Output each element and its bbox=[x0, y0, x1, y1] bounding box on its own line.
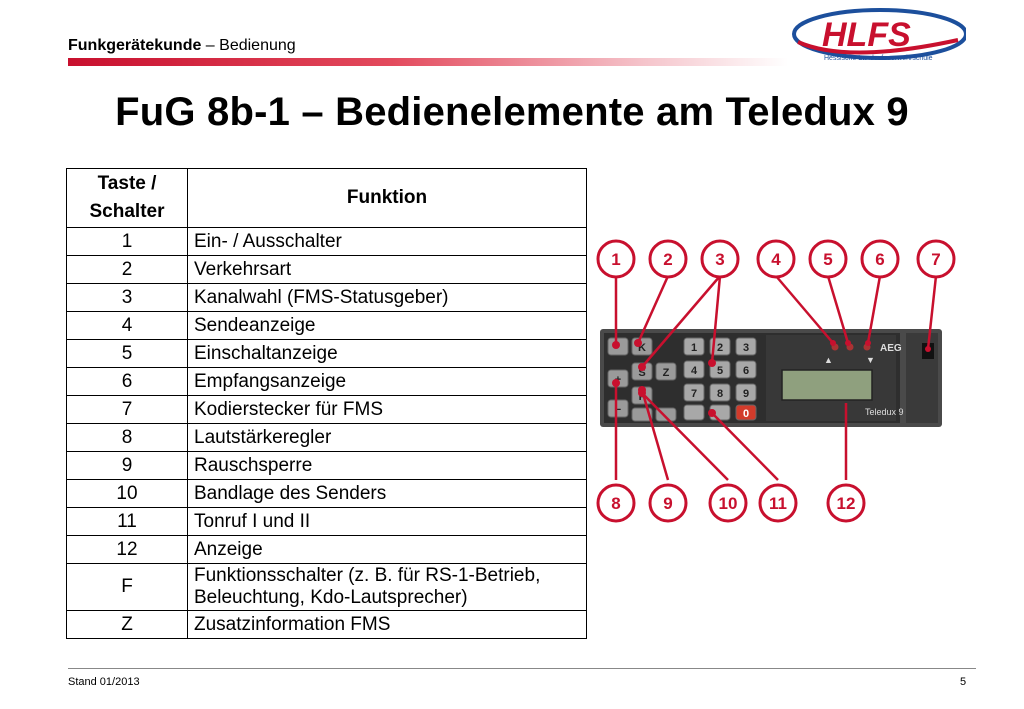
svg-text:6: 6 bbox=[743, 365, 749, 377]
section-header-rest: – Bedienung bbox=[201, 37, 296, 54]
callout-label: 5 bbox=[823, 250, 832, 269]
svg-text:F: F bbox=[639, 391, 646, 403]
page-number: 5 bbox=[960, 676, 967, 688]
header-red-bar bbox=[68, 58, 788, 66]
table-header-key: Taste / Schalter bbox=[66, 168, 188, 228]
numeric-keypad bbox=[683, 337, 757, 421]
page-title: FuG 8b-1 – Bedienelemente am Teledux 9 bbox=[115, 90, 909, 134]
callouts-top: 1 2 3 4 5 6 7 bbox=[596, 239, 956, 279]
table-header-function: Funktion bbox=[187, 168, 587, 228]
footer-stand: Stand 01/2013 bbox=[68, 676, 140, 688]
svg-text:3: 3 bbox=[743, 342, 749, 354]
svg-text:8: 8 bbox=[717, 388, 723, 400]
callout-label: 4 bbox=[771, 250, 781, 269]
leader-dots bbox=[612, 339, 931, 417]
teledux-diagram: K Z S F + − 1 2 3 4 5 6 7 8 9 0 AEG ▲ bbox=[596, 239, 956, 523]
svg-text:−: − bbox=[615, 404, 621, 416]
svg-text:5: 5 bbox=[717, 365, 723, 377]
section-header: Funkgerätekunde – Bedienung bbox=[68, 37, 296, 55]
callout-label: 12 bbox=[837, 494, 856, 513]
lcd-display bbox=[781, 369, 873, 401]
up-arrow-icon: ▲ bbox=[824, 355, 833, 365]
footer-divider bbox=[68, 668, 976, 669]
device-brand: AEG bbox=[880, 343, 902, 354]
svg-text:2: 2 bbox=[717, 342, 723, 354]
left-keys bbox=[607, 337, 677, 422]
callouts-bottom: 8 9 10 11 12 bbox=[596, 483, 866, 523]
svg-text:1: 1 bbox=[691, 342, 697, 354]
keypad-labels: 1 2 3 4 5 6 7 8 9 0 bbox=[691, 342, 749, 420]
svg-text:Z: Z bbox=[663, 367, 670, 379]
callout-label: 2 bbox=[663, 250, 672, 269]
callout-label: 1 bbox=[611, 250, 620, 269]
svg-text:S: S bbox=[638, 367, 645, 379]
callout-label: 10 bbox=[719, 494, 738, 513]
svg-text:9: 9 bbox=[743, 388, 749, 400]
logo-subline: Hessische Landesfeuerwehrschule bbox=[824, 55, 933, 62]
section-header-bold: Funkgerätekunde bbox=[68, 37, 202, 54]
callout-label: 7 bbox=[931, 250, 940, 269]
down-arrow-icon: ▼ bbox=[866, 355, 875, 365]
device-model: Teledux 9 bbox=[865, 407, 904, 417]
callout-label: 3 bbox=[715, 250, 724, 269]
svg-text:K: K bbox=[638, 342, 646, 354]
callout-label: 11 bbox=[769, 494, 787, 513]
callout-label: 9 bbox=[663, 494, 672, 513]
svg-text:4: 4 bbox=[691, 365, 698, 377]
callout-label: 8 bbox=[611, 494, 620, 513]
hlfs-logo: HLFS Hessische Landesfeuerwehrschule bbox=[792, 8, 966, 62]
svg-text:0: 0 bbox=[743, 408, 749, 420]
leader-lines bbox=[614, 275, 938, 481]
svg-text:7: 7 bbox=[691, 388, 697, 400]
logo-brand: HLFS bbox=[822, 16, 911, 54]
callout-label: 6 bbox=[875, 250, 884, 269]
